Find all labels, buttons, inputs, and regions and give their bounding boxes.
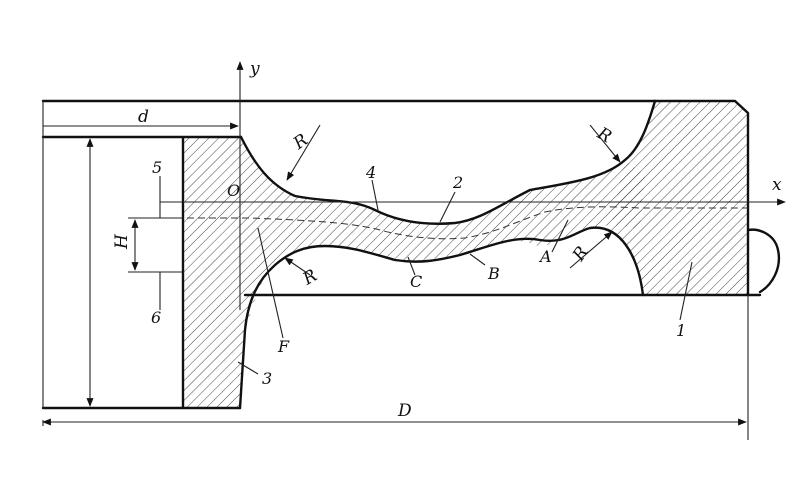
radius-leader-3 bbox=[284, 257, 311, 276]
radius-label-4: R bbox=[568, 243, 592, 266]
radius-leader-2 bbox=[589, 124, 621, 163]
radius-leader-4 bbox=[569, 231, 613, 269]
rim-section bbox=[610, 101, 748, 295]
leader-2 bbox=[439, 191, 456, 223]
lower-profile bbox=[238, 226, 645, 410]
dim-d-label: d bbox=[138, 107, 149, 127]
leader-F bbox=[257, 227, 284, 339]
point-A-label: A bbox=[538, 247, 552, 266]
rim-right-bulge bbox=[746, 228, 781, 294]
origin-label: O bbox=[227, 181, 240, 200]
radius-label-1: R bbox=[289, 130, 312, 154]
radius-label-2: R bbox=[593, 123, 615, 147]
callout-3: 3 bbox=[262, 369, 272, 388]
upper-profile bbox=[239, 99, 657, 225]
rim-outline bbox=[653, 99, 750, 297]
leader-1 bbox=[679, 261, 693, 321]
callout-6: 6 bbox=[151, 308, 161, 327]
leader-B bbox=[469, 253, 486, 266]
point-B-label: B bbox=[487, 264, 500, 283]
callout-1: 1 bbox=[676, 321, 686, 340]
y-axis-label: y bbox=[249, 59, 260, 79]
callout-5: 5 bbox=[152, 158, 162, 177]
middle-surface-line bbox=[165, 206, 748, 240]
dim-H-label: H bbox=[112, 233, 132, 250]
point-C-label: C bbox=[410, 272, 422, 291]
x-axis-label: x bbox=[772, 175, 782, 195]
web-section bbox=[241, 137, 645, 330]
callout-2: 2 bbox=[452, 173, 463, 192]
leader-C bbox=[407, 256, 416, 276]
leader-6 bbox=[159, 271, 183, 310]
radius-leader-1 bbox=[286, 124, 321, 181]
callout-4: 4 bbox=[365, 163, 376, 182]
leader-4 bbox=[371, 179, 379, 211]
leader-5 bbox=[159, 176, 183, 219]
leader-3 bbox=[237, 361, 259, 375]
leader-A bbox=[551, 219, 569, 253]
point-F-label: F bbox=[277, 337, 290, 356]
hub-section bbox=[183, 137, 278, 408]
dim-D-label: D bbox=[397, 401, 412, 421]
